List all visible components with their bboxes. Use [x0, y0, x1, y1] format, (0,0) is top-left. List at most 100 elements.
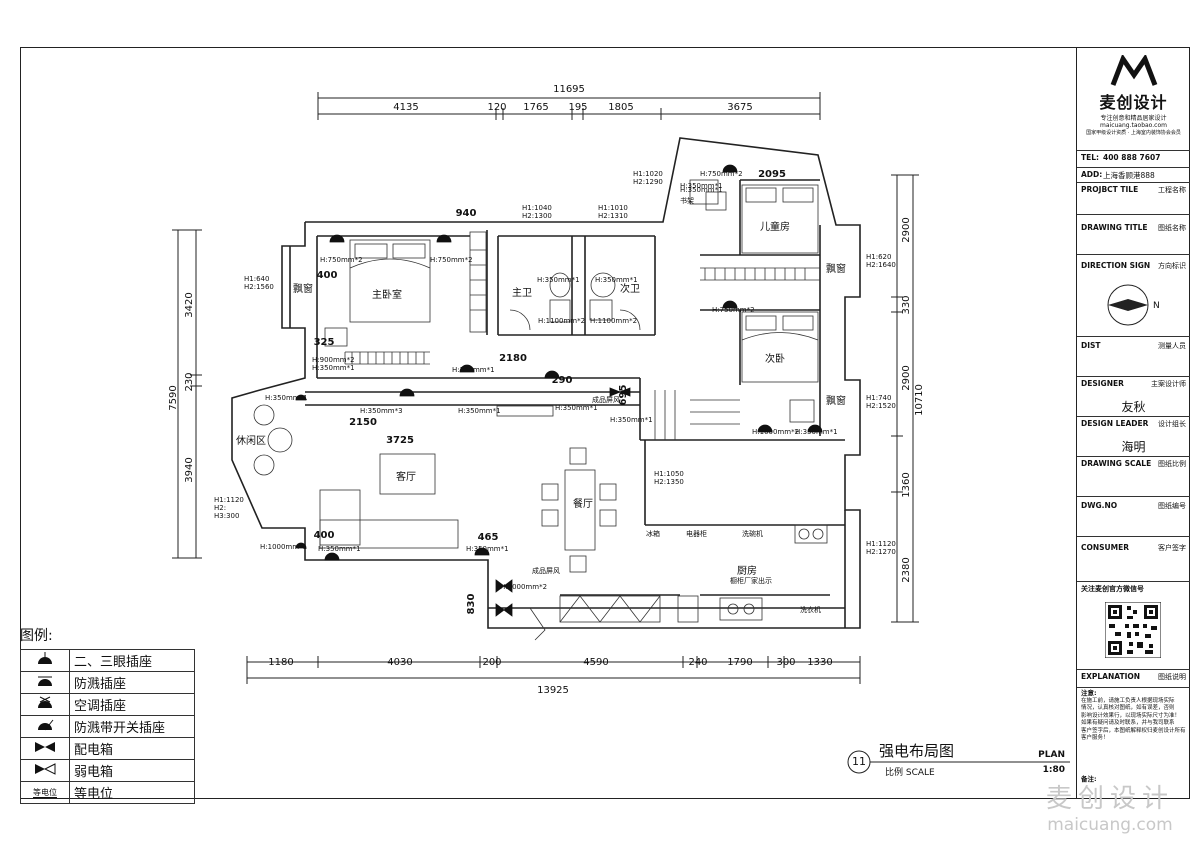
leader-name: 海明: [1121, 440, 1146, 454]
svg-text:H:750mm*2: H:750mm*2: [320, 256, 363, 264]
svg-text:H:350mm*1: H:350mm*1: [680, 186, 723, 194]
legend-title: 图例:: [20, 628, 53, 644]
svg-text:H:750mm*2: H:750mm*2: [430, 256, 473, 264]
note-line: 如果有疑问请及时联系，并与我司联系: [1081, 720, 1175, 726]
svg-text:H1:1040: H1:1040: [522, 204, 552, 212]
svg-text:2095: 2095: [758, 169, 786, 180]
note-line: 情况，认真核对图纸，如有误差，否则: [1081, 705, 1175, 711]
svg-text:H2:1560: H2:1560: [244, 283, 274, 291]
legend-row: 等电位 等电位: [20, 781, 195, 804]
svg-text:325: 325: [314, 337, 335, 348]
room-living: 客厅: [396, 470, 416, 483]
room-second-bedroom: 次卧: [765, 352, 785, 365]
socket-icon: [38, 651, 52, 664]
svg-text:H3:300: H3:300: [214, 512, 239, 520]
svg-text:书架: 书架: [680, 196, 694, 205]
remarks-label: 备注:: [1081, 775, 1097, 783]
title-block: 麦创设计 专注创意和精品居家设计 maicuang.taobao.com 国家甲…: [1076, 47, 1190, 799]
svg-text:H1:620: H1:620: [866, 253, 891, 261]
svg-text:H2:1270: H2:1270: [866, 548, 896, 556]
svg-text:H:350mm*1: H:350mm*1: [265, 394, 308, 402]
svg-text:1330: 1330: [807, 657, 832, 668]
distribution-box-icon: [35, 741, 55, 752]
svg-text:2900: 2900: [901, 365, 912, 390]
svg-text:H:350mm*1: H:350mm*1: [452, 366, 495, 374]
room-kitchen: 厨房: [737, 564, 757, 577]
svg-text:H2:1640: H2:1640: [866, 261, 896, 269]
svg-text:H:350mm*1: H:350mm*1: [318, 545, 361, 553]
svg-text:电器柜: 电器柜: [686, 529, 707, 538]
svg-text:洗衣机: 洗衣机: [800, 605, 821, 614]
drawing-title-block: 11 强电布局图 比例 SCALE PLAN 1:80: [845, 740, 1073, 780]
svg-text:240: 240: [688, 657, 707, 668]
legend-label: 防溅插座: [69, 671, 195, 694]
drawing-title: 强电布局图: [879, 742, 955, 760]
svg-text:200: 200: [482, 657, 501, 668]
room-master-bedroom: 主卧室: [372, 288, 402, 301]
svg-text:2180: 2180: [499, 353, 527, 364]
svg-text:4135: 4135: [393, 102, 418, 113]
legend-label: 二、三眼插座: [69, 649, 195, 672]
room-master-bath: 主卫: [512, 287, 532, 299]
svg-text:H1:1050: H1:1050: [654, 470, 684, 478]
note-line: 客户服务！: [1081, 735, 1109, 741]
svg-text:4590: 4590: [583, 657, 608, 668]
svg-text:飘窗: 飘窗: [826, 262, 846, 275]
svg-text:120: 120: [487, 102, 506, 113]
svg-text:330: 330: [901, 295, 912, 314]
svg-text:H:350mm*3: H:350mm*3: [360, 407, 403, 415]
svg-text:1360: 1360: [901, 472, 912, 497]
svg-text:830: 830: [466, 594, 477, 615]
svg-text:H:350mm*1: H:350mm*1: [537, 276, 580, 284]
brand-cert: 国家甲级设计资质 · 上海室内装饰协会会员: [1086, 130, 1181, 136]
svg-text:465: 465: [478, 532, 499, 543]
svg-text:7590: 7590: [168, 385, 179, 410]
note-line: 影响设计效果行，以现场实际尺寸为准！: [1081, 712, 1181, 719]
room-dining: 餐厅: [573, 497, 593, 510]
svg-text:1805: 1805: [608, 102, 633, 113]
weak-box-icon: [35, 762, 56, 775]
svg-text:H2:1350: H2:1350: [654, 478, 684, 486]
svg-text:H:350mm*1: H:350mm*1: [312, 364, 355, 372]
svg-text:H1:1120: H1:1120: [866, 540, 896, 548]
svg-text:H:350mm*1: H:350mm*1: [595, 276, 638, 284]
legend-label: 弱电箱: [69, 759, 195, 782]
svg-text:H1:740: H1:740: [866, 394, 891, 402]
plan-label: PLAN: [1038, 750, 1065, 760]
brand-slogan: 专注创意和精品居家设计: [1100, 115, 1167, 122]
scale-label: 比例 SCALE: [885, 768, 935, 778]
svg-text:H1:1010: H1:1010: [598, 204, 628, 212]
watermark: 麦创设计 maicuang.com: [1046, 778, 1174, 835]
svg-text:2150: 2150: [349, 417, 377, 428]
svg-text:H2:1300: H2:1300: [522, 212, 552, 220]
svg-text:橱柜厂家出示: 橱柜厂家出示: [730, 576, 772, 585]
svg-text:成品屏风: 成品屏风: [532, 566, 560, 575]
svg-text:2900: 2900: [901, 217, 912, 242]
svg-text:10710: 10710: [914, 384, 925, 416]
svg-text:H:1000mm*2: H:1000mm*2: [752, 428, 799, 436]
svg-text:H:350mm*1: H:350mm*1: [458, 407, 501, 415]
svg-text:H:350mm*1: H:350mm*1: [610, 416, 653, 424]
qr-code-icon: [1105, 602, 1161, 658]
svg-text:H:750mm*2: H:750mm*2: [712, 306, 755, 314]
legend-row: 二、三眼插座: [20, 649, 195, 672]
note-label: 注意:: [1081, 689, 1097, 697]
svg-text:400: 400: [317, 270, 338, 281]
brand-site: maicuang.taobao.com: [1100, 122, 1167, 129]
svg-text:H:1100mm*2: H:1100mm*2: [590, 317, 637, 325]
ac-socket-icon: [38, 696, 52, 708]
svg-text:H:350mm*1: H:350mm*1: [466, 545, 509, 553]
svg-text:940: 940: [456, 208, 477, 219]
drawing-frame: [20, 47, 1190, 799]
svg-text:H:1000mm*1: H:1000mm*1: [260, 543, 307, 551]
svg-text:3940: 3940: [184, 457, 195, 482]
equipotential-icon: 等电位: [33, 788, 57, 798]
svg-text:H2:1520: H2:1520: [866, 402, 896, 410]
designer-name: 友秋: [1121, 400, 1146, 414]
brand-name: 麦创设计: [1099, 93, 1168, 112]
svg-text:3675: 3675: [727, 102, 752, 113]
legend-row: 弱电箱: [20, 759, 195, 782]
brand-logo: 麦创设计 专注创意和精品居家设计 maicuang.taobao.com 国家甲…: [1077, 53, 1190, 136]
svg-text:400: 400: [314, 530, 335, 541]
